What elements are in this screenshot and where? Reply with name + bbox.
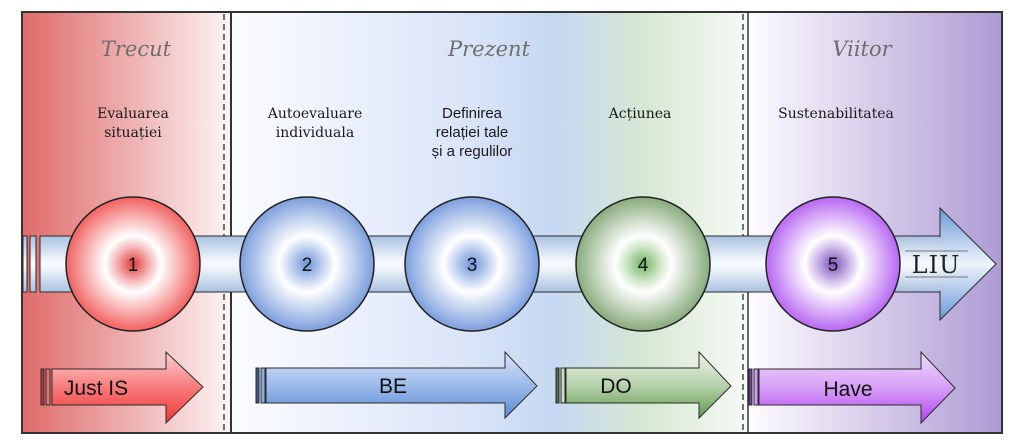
pipe-ring [29, 235, 37, 293]
step-label-line: relației tale [436, 124, 509, 141]
step-label-line: Definirea [442, 105, 503, 122]
phase-title-present: Prezent [447, 37, 531, 61]
step-number: 4 [638, 255, 649, 276]
step-label-line: individuala [276, 125, 354, 141]
step-circle-1[interactable]: 1 [65, 196, 201, 332]
pipe-ring [22, 235, 28, 293]
logo-text: LIU [912, 251, 961, 279]
phase-title-future: Viitor [832, 37, 893, 61]
step-label-line: Evaluarea [97, 106, 169, 122]
step-label-3: Definirea relației tale și a regulilor [432, 105, 513, 160]
step-number: 3 [467, 255, 478, 276]
step-number: 1 [128, 255, 139, 276]
step-label-line: și a regulilor [432, 143, 513, 160]
step-circle-2[interactable]: 2 [239, 196, 375, 332]
step-circle-4[interactable]: 4 [575, 196, 711, 332]
step-label-line: Acțiunea [608, 106, 672, 122]
phase-title-past: Trecut [101, 37, 172, 61]
step-circle-3[interactable]: 3 [404, 196, 540, 332]
step-number: 5 [828, 255, 839, 276]
step-label-line: situației [104, 125, 162, 141]
arrow-label: Just IS [64, 377, 128, 400]
step-label-line: Sustenabilitatea [778, 106, 894, 122]
liu-logo: LIU [905, 250, 968, 279]
step-circle-5[interactable]: 5 [765, 196, 901, 332]
arrow-do[interactable]: DO [555, 350, 732, 420]
arrow-label: DO [600, 375, 632, 398]
arrow-just-is[interactable]: Just IS [40, 350, 204, 425]
step-number: 2 [302, 255, 313, 276]
step-label-line: Autoevaluare [267, 106, 363, 122]
step-label-5: Sustenabilitatea [778, 106, 894, 122]
arrow-be[interactable]: BE [255, 350, 538, 420]
arrow-label: BE [379, 375, 407, 398]
step-label-4: Acțiunea [608, 106, 672, 122]
arrow-have[interactable]: Have [748, 350, 956, 425]
diagram-frame [21, 11, 1003, 434]
step-label-1: Evaluarea situației [97, 106, 169, 141]
arrow-label: Have [823, 378, 872, 401]
step-label-2: Autoevaluare individuala [267, 106, 363, 141]
